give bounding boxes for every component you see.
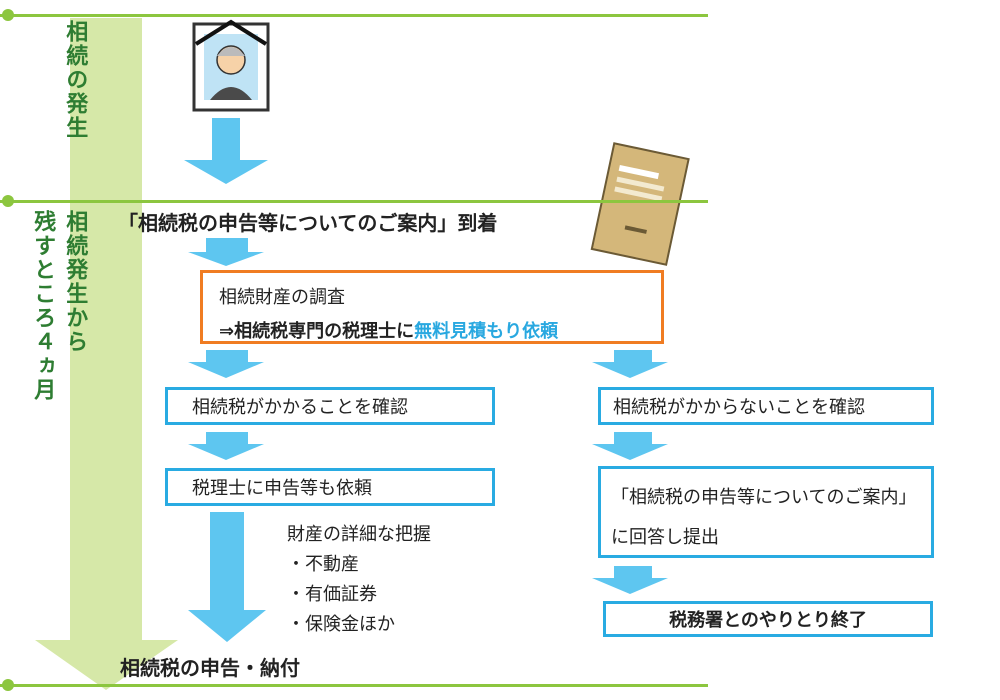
- right-confirm-text: 相続税がかからないことを確認: [613, 397, 865, 418]
- final-filing: 相続税の申告・納付: [120, 656, 300, 680]
- details-item-1: ・不動産: [287, 554, 359, 575]
- investigation-line2: ⇒相続税専門の税理士に無料見積もり依頼: [219, 317, 661, 343]
- phase1-label: 相続の発生: [62, 20, 88, 140]
- investigation-line1: 相続財産の調査: [219, 287, 345, 308]
- details-item-2: ・有価証券: [287, 584, 377, 605]
- investigation-box: 相続財産の調査 ⇒相続税専門の税理士に無料見積もり依頼: [200, 270, 664, 344]
- arrow-5-left: [188, 512, 266, 642]
- timeline-line-bottom: [0, 684, 708, 687]
- left-request-text: 税理士に申告等も依頼: [192, 478, 372, 499]
- arrow-2: [188, 238, 264, 266]
- right-reply-box: 「相続税の申告等についてのご案内」 に回答し提出: [598, 466, 934, 558]
- arrow-3-left: [188, 350, 264, 378]
- arrow-4-left: [188, 432, 264, 460]
- right-reply-line2: に回答し提出: [611, 527, 719, 548]
- details-title: 財産の詳細な把握: [287, 524, 431, 545]
- right-confirm-box: 相続税がかからないことを確認: [598, 387, 934, 425]
- timeline-dot-top: [2, 9, 14, 21]
- right-final-text: 税務署とのやりとり終了: [669, 610, 867, 631]
- arrow-1: [184, 118, 268, 184]
- phase2-label-a: 相続発生から: [62, 210, 88, 354]
- timeline-dot-middle: [2, 195, 14, 207]
- memorial-portrait-icon: [192, 19, 270, 112]
- investigation-highlight: 無料見積もり依頼: [414, 321, 559, 342]
- timeline-line-middle: [0, 200, 708, 203]
- investigation-line2-prefix: ⇒相続税専門の税理士に: [219, 321, 415, 342]
- timeline-dot-bottom: [2, 679, 14, 691]
- phase2-label-b: 残すところ４ヵ月: [30, 210, 56, 402]
- right-final-box: 税務署とのやりとり終了: [603, 601, 933, 637]
- right-reply-line1: 「相続税の申告等についてのご案内」: [611, 487, 917, 508]
- notice-arrival: 「相続税の申告等についてのご案内」到着: [118, 211, 498, 235]
- details-item-3: ・保険金ほか: [287, 614, 395, 635]
- left-confirm-text: 相続税がかかることを確認: [192, 397, 408, 418]
- timeline-line-top: [0, 14, 708, 17]
- left-request-box: 税理士に申告等も依頼: [165, 468, 495, 506]
- arrow-5-right: [592, 566, 668, 594]
- left-confirm-box: 相続税がかかることを確認: [165, 387, 495, 425]
- arrow-4-right: [592, 432, 668, 460]
- envelope-document-icon: [590, 142, 690, 266]
- arrow-3-right: [592, 350, 668, 378]
